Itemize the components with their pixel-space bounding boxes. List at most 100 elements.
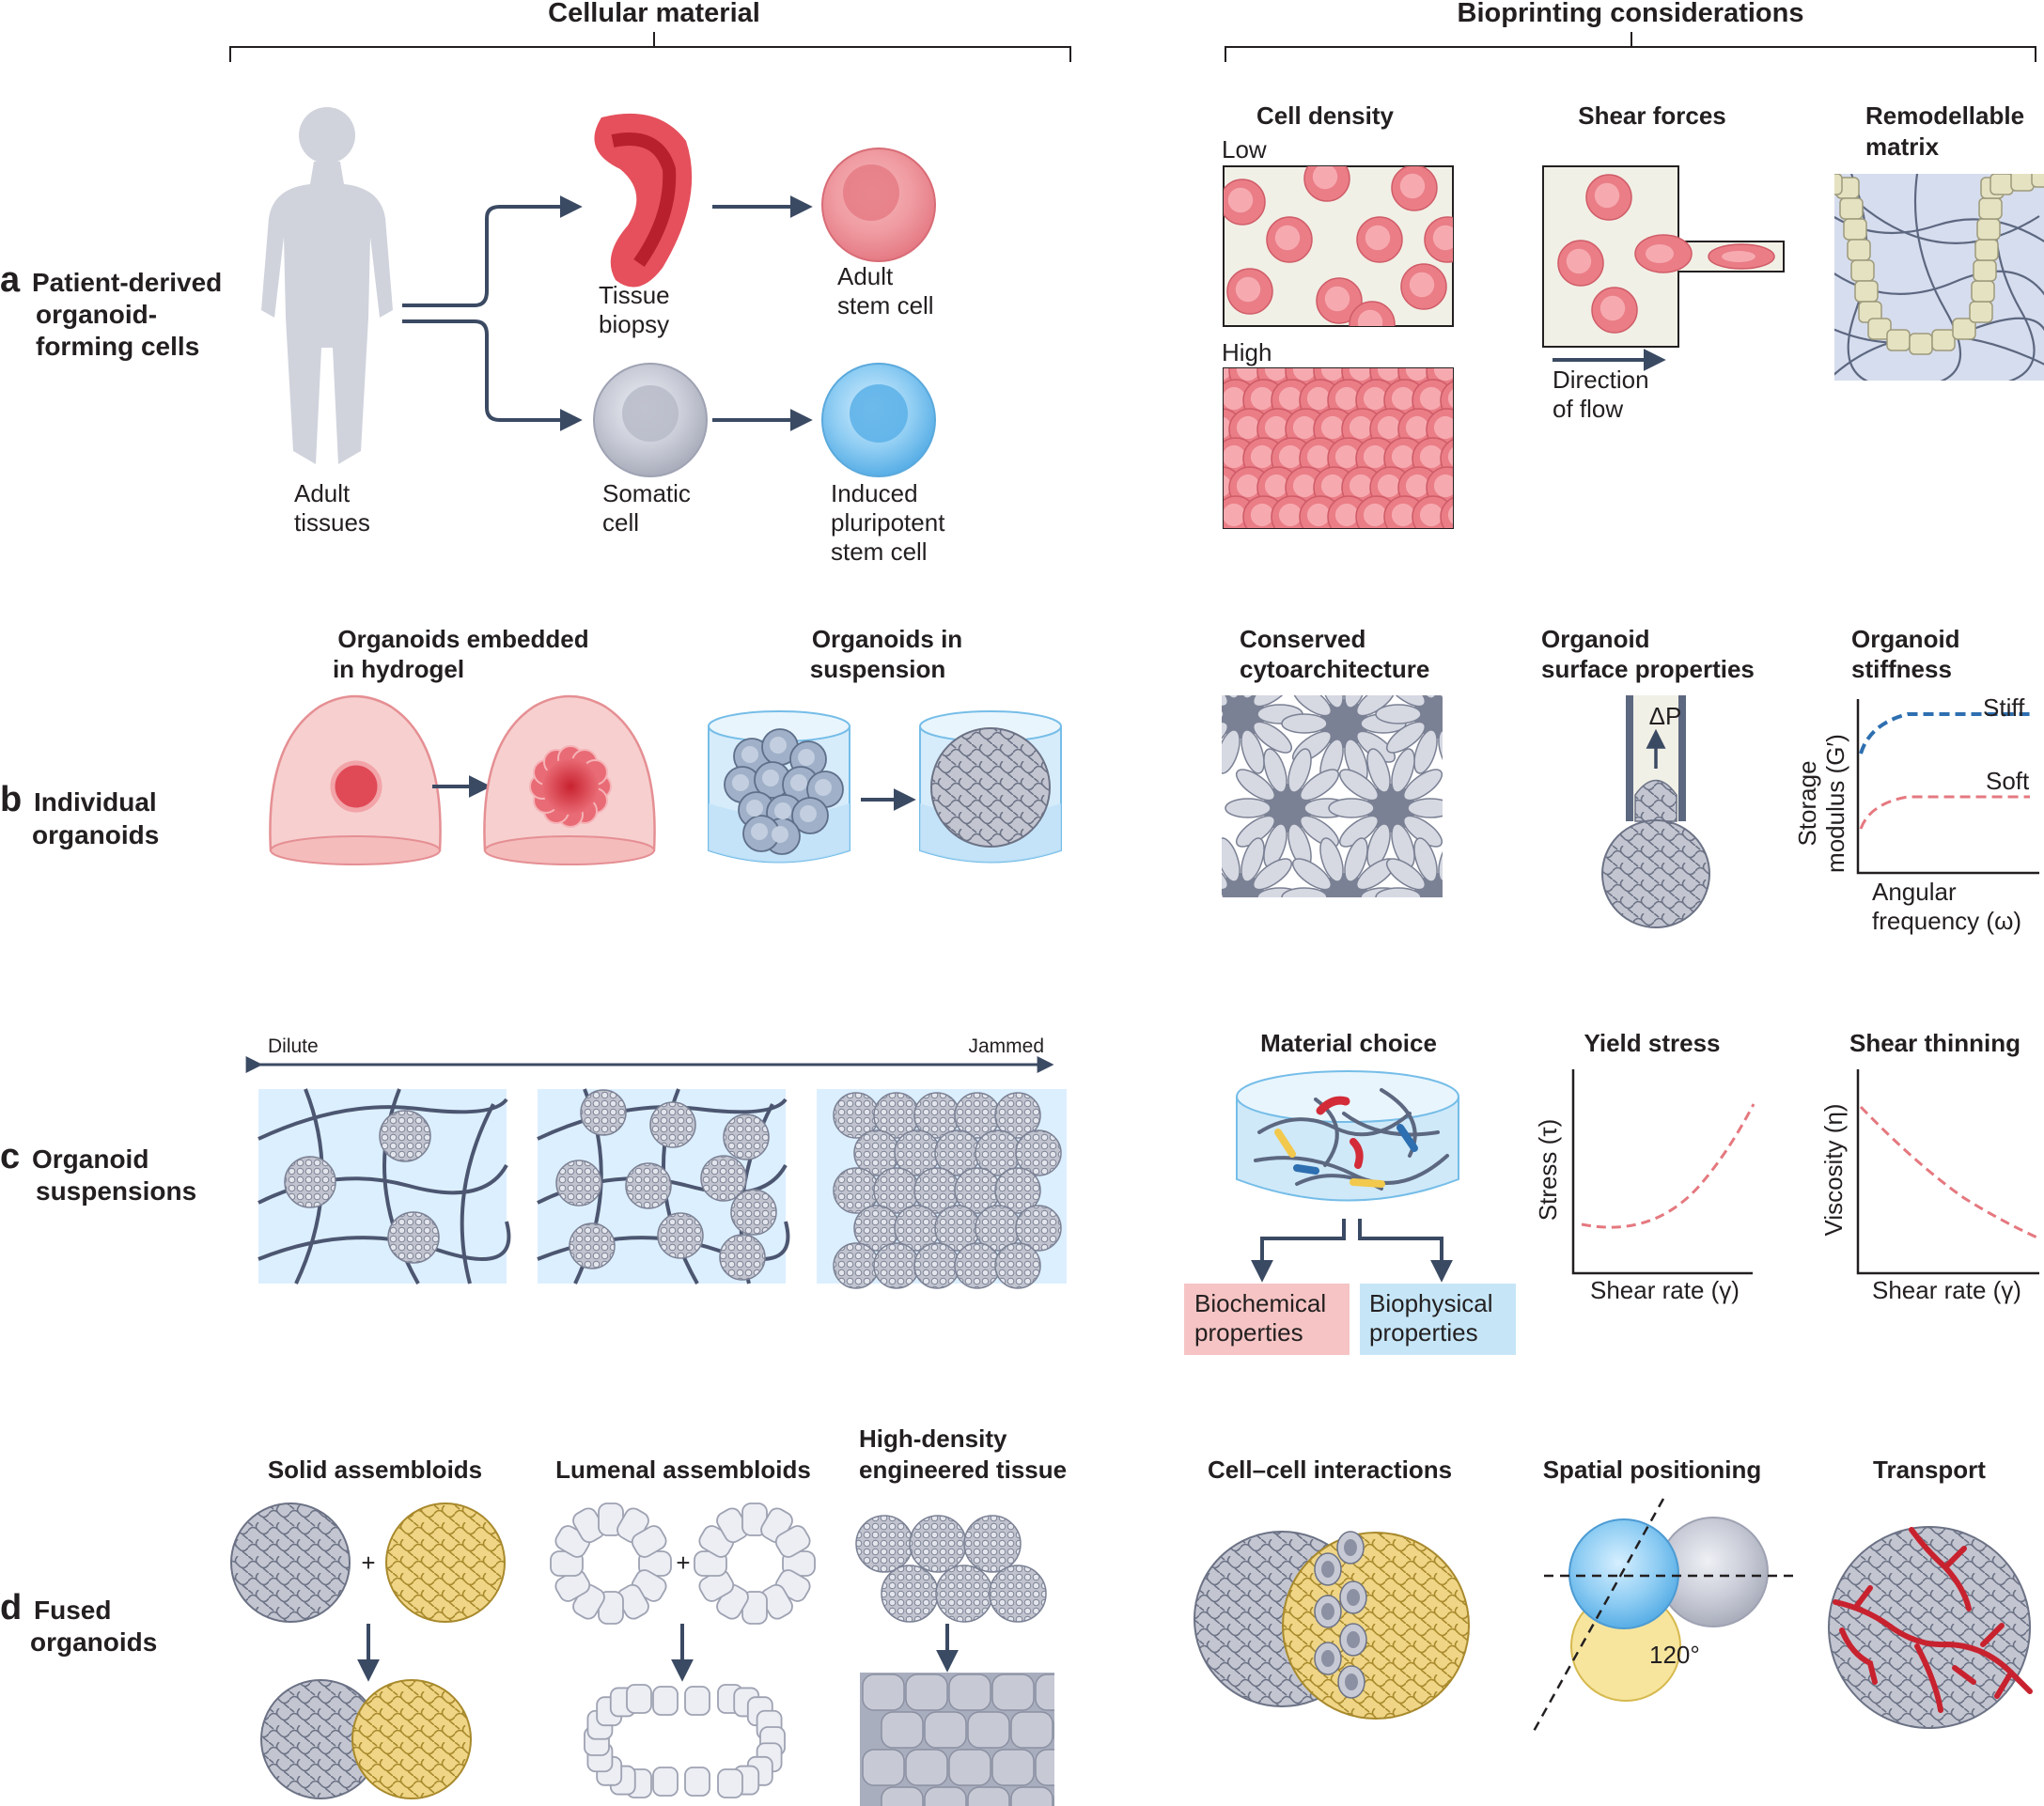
cytoarch-title-2: cytoarchitecture — [1240, 655, 1429, 683]
human-silhouette-icon — [261, 107, 393, 464]
ipsc-icon — [821, 363, 936, 477]
red-blood-cell — [1316, 277, 1363, 324]
lumenal-cell — [626, 1684, 652, 1714]
epithelial-cell — [1974, 239, 1999, 261]
polarized-cell — [1185, 899, 1233, 941]
organoid — [963, 1515, 1022, 1573]
polarized-cell — [1319, 837, 1344, 882]
epithelial-cell — [1834, 174, 1843, 195]
polarized-cell — [1222, 893, 1225, 897]
epithelial-cell — [1971, 280, 1995, 303]
row-letter-d: d — [0, 1588, 22, 1627]
polarized-cell — [1287, 748, 1312, 793]
polarized-cell — [1446, 853, 1494, 895]
row-label-b: b Individual organoids — [0, 780, 159, 849]
deformed-cell — [1634, 234, 1693, 273]
epithelial-cell — [1952, 318, 1976, 340]
organoid — [625, 1162, 672, 1209]
somatic-cell-icon — [593, 363, 708, 477]
suspension-cylinder-2 — [919, 710, 1062, 864]
row-d-line1: Fused — [34, 1596, 111, 1625]
polarized-cell — [1235, 769, 1276, 802]
cluster-nucleus — [800, 805, 817, 822]
adult-tissues-label-2: tissues — [294, 508, 370, 537]
biophysical-box — [1360, 1284, 1516, 1355]
low-density-box — [1223, 165, 1454, 327]
polarized-cell — [1352, 899, 1400, 941]
branch-arrows — [402, 195, 813, 431]
lumenal-assembloids-title: Lumenal assembloids — [555, 1456, 811, 1484]
row-letter-a: a — [0, 260, 21, 300]
row-letter-c: c — [0, 1137, 20, 1176]
polarized-cell — [1438, 695, 1443, 699]
organoid — [989, 1565, 1047, 1623]
organoid — [909, 1515, 967, 1573]
organoid — [994, 1092, 1041, 1139]
cellcell-title: Cell–cell interactions — [1208, 1456, 1452, 1484]
polarized-cell — [1366, 748, 1391, 793]
organoid — [569, 1222, 616, 1269]
biophysical-label-2: properties — [1369, 1318, 1478, 1347]
polarized-cell — [1455, 705, 1500, 724]
cluster-nucleus — [732, 774, 749, 791]
polarized-cell — [1375, 704, 1422, 724]
red-blood-cell — [1349, 301, 1396, 326]
organoid — [855, 1515, 913, 1573]
polarized-cell — [1222, 837, 1240, 882]
material-dish — [1236, 1070, 1459, 1283]
stiffness-title-2: stiffness — [1851, 655, 1952, 683]
polarized-cell — [1291, 858, 1333, 891]
rosette — [1281, 837, 1407, 941]
micropipette-diagram — [1601, 695, 1710, 928]
direction-of-flow-label-1: Direction — [1553, 366, 1649, 394]
row-label-a: a Patient-derived organoid- forming cell… — [0, 260, 222, 361]
row-a-line1: Patient-derived — [32, 268, 222, 297]
red-blood-cell — [1224, 179, 1266, 226]
ipsc-label-2: pluripotent — [831, 508, 945, 537]
polarized-cell — [1252, 721, 1293, 754]
lumenal-plus-label: + — [676, 1549, 690, 1577]
polarized-cell — [1222, 695, 1229, 708]
adult-stem-cell-label-2: stem cell — [837, 291, 934, 319]
tissue-cell — [967, 1711, 1010, 1749]
tissue-cell — [862, 1749, 905, 1786]
polarized-cell — [1222, 858, 1229, 891]
polarized-cell — [1375, 887, 1422, 897]
polarized-cell — [1455, 888, 1500, 907]
epithelial-cell — [1847, 239, 1871, 261]
tissue-cell — [924, 1786, 967, 1806]
stiffness-xlabel-2: frequency (ω) — [1872, 907, 2021, 935]
organoid-core — [542, 758, 599, 815]
row-c-line2: suspensions — [36, 1176, 196, 1206]
yield-stress-chart — [1571, 1069, 1755, 1275]
cell-density-title: Cell density — [1256, 101, 1394, 130]
tissue-biopsy-label-2: biopsy — [599, 310, 669, 338]
organoid — [700, 1155, 747, 1202]
tissue-cell — [967, 1786, 1010, 1806]
organoid — [881, 1565, 939, 1623]
organoid — [1015, 1205, 1062, 1252]
tissue-cell — [1010, 1786, 1053, 1806]
row-label-c: c Organoid suspensions — [0, 1137, 196, 1206]
polarized-cell — [1240, 729, 1265, 774]
solid-assembloids-title: Solid assembloids — [268, 1456, 482, 1484]
lumenal-cell — [684, 1767, 710, 1797]
organoid — [994, 1167, 1041, 1214]
high-density-box — [1223, 367, 1454, 529]
epithelial-cell — [1909, 333, 1933, 355]
red-blood-cell — [1303, 166, 1350, 202]
biochemical-box — [1184, 1284, 1350, 1355]
polarized-cell — [1319, 695, 1344, 708]
epithelial-cell — [2031, 174, 2044, 188]
suspension-title-2: suspension — [810, 655, 945, 683]
red-blood-cell — [1400, 263, 1447, 310]
suspension-panel-intermediate — [537, 1088, 790, 1284]
spatial-title: Spatial positioning — [1543, 1456, 1762, 1484]
adult-stem-cell-label-1: Adult — [837, 262, 894, 290]
epithelial-cell — [1854, 280, 1879, 303]
rosette — [1281, 695, 1407, 784]
tissue-biopsy-label-1: Tissue — [599, 281, 670, 309]
polarized-cell — [1385, 721, 1427, 754]
polarized-cell — [1446, 670, 1494, 711]
